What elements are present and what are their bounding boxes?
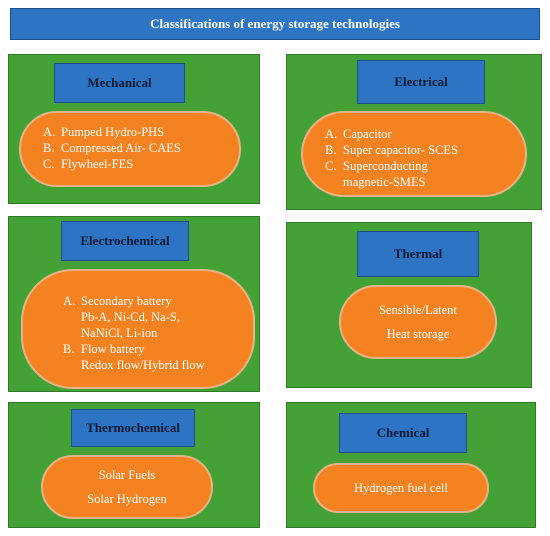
list-item: A.Secondary battery: [63, 294, 172, 308]
list-item: B.Compressed Air- CAES: [43, 141, 181, 155]
panel-mechanical: Mechanical A.Pumped Hydro-PHS B.Compress…: [8, 54, 260, 204]
list-item-continuation: Redox flow/Hybrid flow: [81, 358, 205, 372]
pill-chemical: Hydrogen fuel cell: [313, 463, 489, 513]
pill-thermochemical: Solar Fuels Solar Hydrogen: [41, 455, 213, 519]
list-item: A.Capacitor: [325, 127, 392, 141]
list-item: B.Super capacitor- SCES: [325, 143, 459, 157]
pill-electrochemical: A.Secondary battery Pb-A, Ni-Cd, Na-S, N…: [21, 269, 255, 389]
thermal-line: Heat storage: [386, 327, 450, 341]
pill-thermal: Sensible/Latent Heat storage: [339, 285, 497, 359]
header-thermal: Thermal: [357, 231, 479, 277]
header-electrochemical: Electrochemical: [61, 221, 189, 261]
header-electrical: Electrical: [357, 60, 485, 104]
list-item-continuation: Pb-A, Ni-Cd, Na-S,: [81, 310, 180, 324]
panel-electrical: Electrical A.Capacitor B.Super capacitor…: [286, 54, 542, 210]
list-item-continuation: NaNiCl, Li-ion: [81, 326, 158, 340]
list-item-continuation: magnetic-SMES: [343, 175, 426, 189]
header-chemical: Chemical: [339, 413, 467, 453]
header-thermochemical: Thermochemical: [71, 409, 195, 447]
thermochemical-line: Solar Fuels: [98, 468, 156, 482]
header-mechanical: Mechanical: [54, 63, 185, 103]
pill-electrical: A.Capacitor B.Super capacitor- SCES C.Su…: [301, 111, 527, 197]
panel-chemical: Chemical Hydrogen fuel cell: [286, 402, 536, 528]
chemical-line: Hydrogen fuel cell: [354, 481, 448, 495]
list-item: C.Flywheel-FES: [43, 157, 134, 171]
panel-thermochemical: Thermochemical Solar Fuels Solar Hydroge…: [8, 402, 260, 528]
diagram-title: Classifications of energy storage techno…: [10, 8, 540, 40]
thermal-line: Sensible/Latent: [379, 303, 457, 317]
panel-thermal: Thermal Sensible/Latent Heat storage: [286, 222, 532, 388]
panel-electrochemical: Electrochemical A.Secondary battery Pb-A…: [8, 216, 260, 392]
list-item: C.Superconducting: [325, 159, 428, 173]
list-item: B.Flow battery: [63, 342, 145, 356]
thermochemical-line: Solar Hydrogen: [87, 492, 167, 506]
list-item: A.Pumped Hydro-PHS: [43, 125, 165, 139]
pill-mechanical: A.Pumped Hydro-PHS B.Compressed Air- CAE…: [19, 111, 241, 187]
